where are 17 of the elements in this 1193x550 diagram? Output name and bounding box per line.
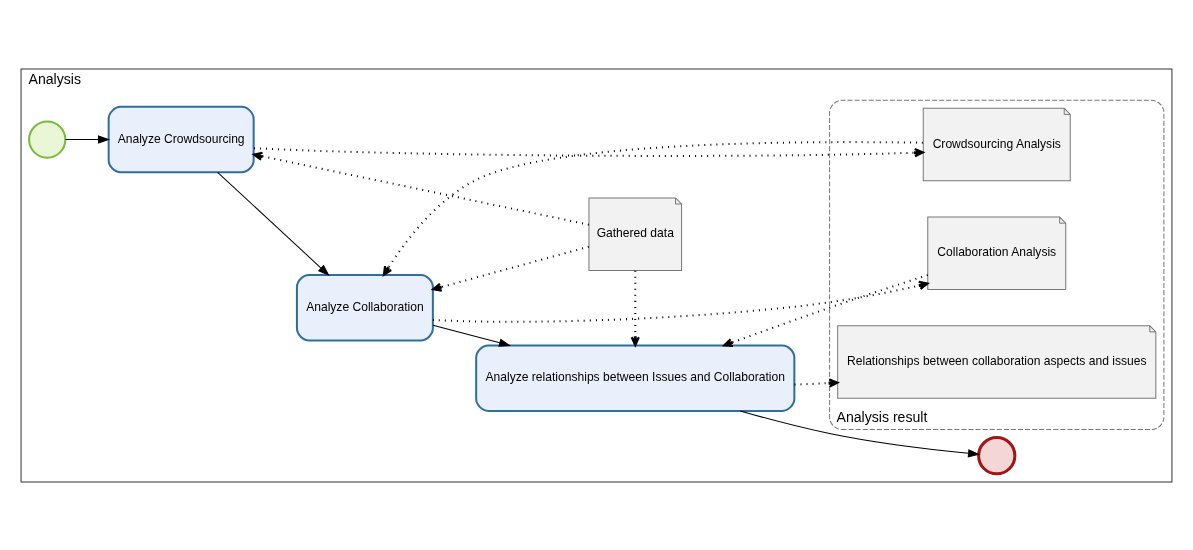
arrow — [432, 324, 512, 347]
arrow — [64, 134, 111, 144]
arrow — [253, 146, 925, 157]
arrow — [630, 270, 640, 346]
node-box: Analyze Crowdsourcing — [107, 105, 255, 173]
arrow — [431, 245, 589, 292]
arrow — [794, 377, 839, 388]
node-box: Analyze relationships between Issues and Collaboration — [475, 343, 796, 412]
arrow — [432, 280, 929, 323]
node-circle — [28, 119, 67, 159]
arrow — [217, 171, 330, 276]
arrow — [382, 140, 923, 276]
arrow — [739, 410, 981, 458]
arrow — [723, 273, 928, 347]
arrow — [252, 151, 589, 226]
node-circle — [977, 435, 1017, 475]
node-box: Analyze Collaboration — [295, 273, 434, 341]
